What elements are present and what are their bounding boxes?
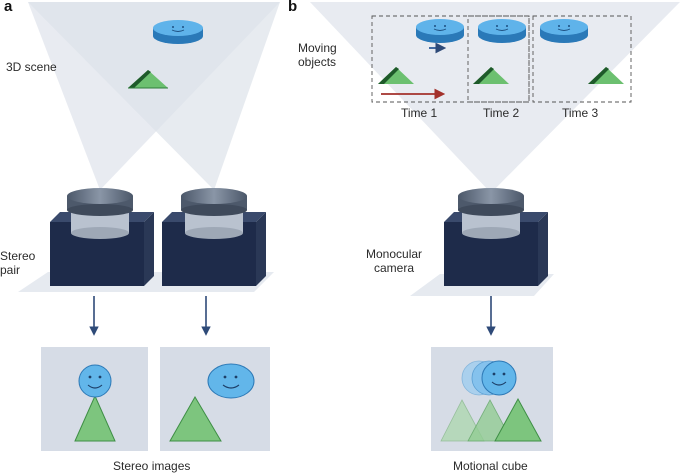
stereo-camera-left <box>50 188 154 286</box>
stereo-frustum-right <box>28 2 280 190</box>
monocular-camera <box>444 188 548 286</box>
moving-disc-icon-2 <box>478 19 526 43</box>
moving-prism-icon-1 <box>378 67 414 84</box>
scene-disc-icon <box>153 20 203 44</box>
stereo-camera-right <box>162 188 266 286</box>
panel-b <box>310 2 680 451</box>
stereo-image-right <box>160 347 270 451</box>
time-label-3: Time 3 <box>562 106 599 120</box>
motional-cube-label: Motional cube <box>453 459 528 473</box>
panel-letter-a: a <box>4 0 13 15</box>
moving-prism-icon-3 <box>588 67 624 84</box>
scene-label: 3D scene <box>6 60 57 74</box>
panel-letter-b: b <box>288 0 298 15</box>
time-box-3 <box>532 15 632 103</box>
moving-objects-label: Moving objects <box>298 41 337 69</box>
time-box-2 <box>467 15 530 103</box>
monocular-camera-label: Monocular camera <box>366 247 423 275</box>
moving-disc-icon-3 <box>540 19 588 43</box>
stereo-pair-label: Stereo pair <box>0 249 36 277</box>
scene-prism-icon <box>128 70 168 89</box>
stereo-images-label: Stereo images <box>113 459 191 473</box>
motional-cube-image <box>431 347 553 451</box>
time-label-2: Time 2 <box>483 106 520 120</box>
time-label-1: Time 1 <box>401 106 438 120</box>
time-box-1 <box>371 15 530 103</box>
panel-a <box>18 2 280 451</box>
mono-frustum <box>310 2 680 193</box>
moving-prism-icon-2 <box>473 67 509 84</box>
stereo-image-left <box>41 347 148 451</box>
moving-disc-icon-1 <box>416 19 464 43</box>
